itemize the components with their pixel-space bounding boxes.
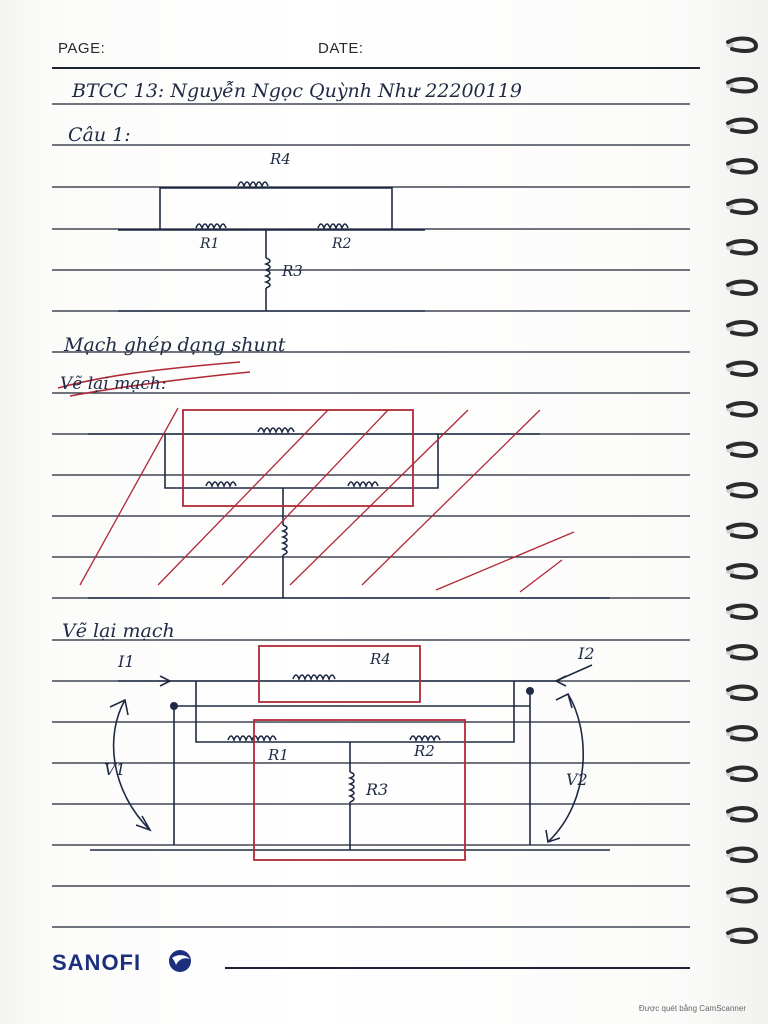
binding-ring [726, 401, 759, 418]
binding-ring [726, 846, 759, 863]
current-i1-label: I1 [118, 652, 135, 671]
redraw-note: Vẽ lại mạch [62, 620, 175, 642]
spiral-binding [726, 36, 759, 944]
ruled-lines [52, 67, 700, 969]
voltage-v2-label: V2 [566, 770, 588, 789]
binding-ring [726, 239, 759, 256]
binding-ring [726, 77, 759, 94]
binding-ring [726, 725, 759, 742]
circuit3-r3-label: R3 [366, 780, 389, 799]
red-highlight-box-2 [182, 409, 414, 507]
circuit3-r4-label: R4 [370, 650, 391, 668]
binding-ring [726, 887, 759, 904]
junction-dots [170, 687, 534, 710]
binding-ring [726, 279, 759, 296]
binding-ring [726, 806, 759, 823]
binding-ring [726, 320, 759, 337]
date-label: DATE: [318, 40, 364, 57]
redraw-crossed-note: Vẽ lại mạch: [60, 374, 167, 394]
scanner-watermark: Được quét bằng CamScanner [638, 1004, 746, 1013]
binding-ring [726, 644, 759, 661]
binding-ring [726, 927, 759, 944]
resistor-r4-symbol [237, 181, 269, 189]
circuit1-r1-label: R1 [200, 236, 220, 252]
binding-ring [726, 684, 759, 701]
resistor-r2-symbol [317, 223, 349, 231]
current-i2-label: I2 [578, 644, 595, 663]
binding-ring [726, 117, 759, 134]
page-label: PAGE: [58, 40, 106, 57]
binding-ring [726, 36, 759, 53]
brand-logo-text: SANOFI [52, 950, 142, 975]
binding-ring [726, 522, 759, 539]
binding-ring [726, 563, 759, 580]
cross-out-hatching [79, 407, 575, 593]
strike-through [57, 361, 251, 397]
binding-ring [726, 765, 759, 782]
binding-ring [726, 441, 759, 458]
circuit-diagram-2 [88, 427, 610, 599]
circuit1-r3-label: R3 [282, 262, 303, 280]
binding-ring [726, 360, 759, 377]
circuit3-r1-label: R1 [268, 746, 289, 764]
circuit-diagram-3 [90, 664, 610, 851]
sanofi-logo-icon [169, 950, 191, 972]
voltage-v1-label: V1 [104, 760, 126, 779]
circuit1-r2-label: R2 [332, 236, 352, 252]
resistor-r3-symbol [263, 257, 271, 289]
circuit3-r2-label: R2 [414, 742, 435, 760]
title-line: BTCC 13: Nguyễn Ngọc Quỳnh Như 22200119 [72, 80, 522, 102]
circuit1-r4-label: R4 [270, 150, 291, 168]
red-highlight-boxes-3 [253, 645, 466, 861]
binding-ring [726, 198, 759, 215]
binding-ring [726, 158, 759, 175]
question-label: Câu 1: [68, 124, 131, 146]
binding-ring [726, 482, 759, 499]
shunt-note: Mạch ghép dạng shunt [64, 334, 286, 356]
binding-ring [726, 603, 759, 620]
resistor-r1-symbol [195, 223, 227, 231]
circuit-diagram-1 [118, 181, 425, 312]
